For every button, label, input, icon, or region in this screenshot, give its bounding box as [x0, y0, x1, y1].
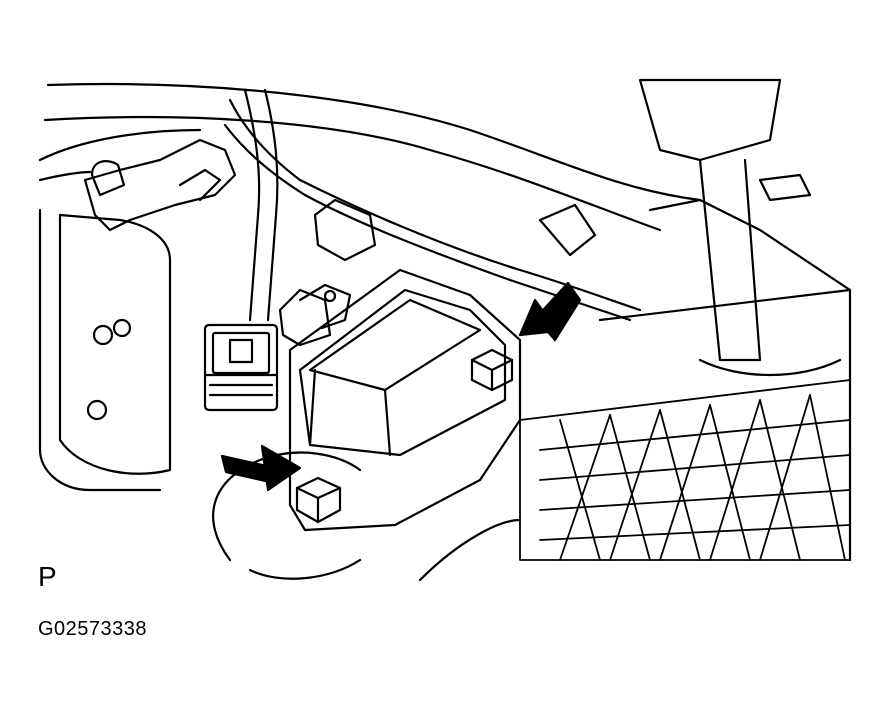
bolt-front [297, 478, 340, 522]
sensor-module [280, 270, 520, 530]
floor-panel-grid [520, 380, 850, 560]
arrow-to-front-bolt [222, 446, 300, 490]
arrow-to-rear-bolt [520, 283, 580, 340]
sensor-connector [205, 325, 277, 410]
view-letter-label: P [38, 561, 57, 592]
figure-code-label: G02573338 [38, 618, 148, 640]
upper-body-panel [40, 84, 700, 490]
bolt-rear [472, 350, 512, 390]
ground-bracket [85, 140, 235, 230]
center-console [600, 80, 850, 560]
floor-recess [213, 453, 520, 580]
